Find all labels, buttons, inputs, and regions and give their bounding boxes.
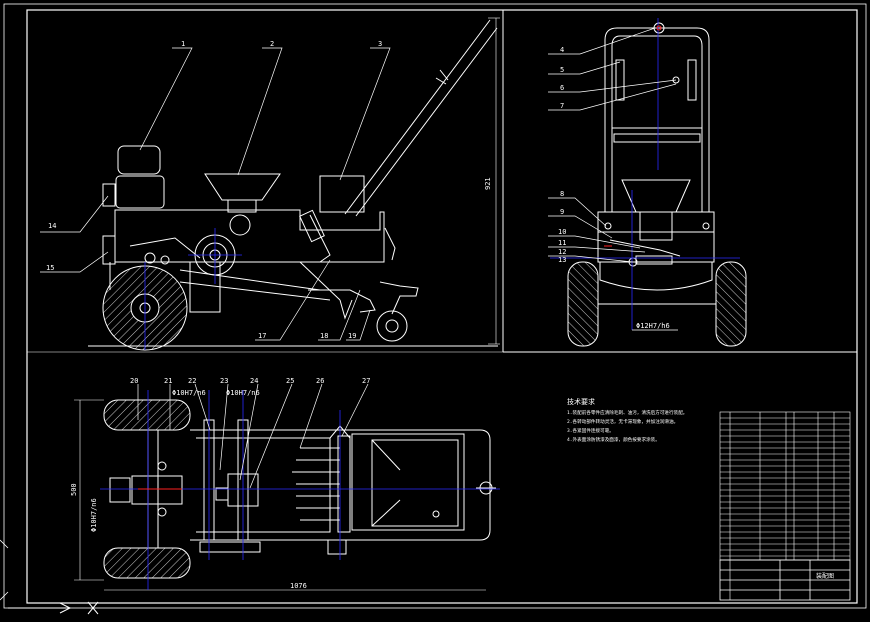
part-label-5: 5 [560,66,564,74]
front-view [88,17,500,351]
part-label-14: 14 [48,222,56,230]
side-view-accents [604,25,662,247]
part-label-2: 2 [270,40,274,48]
dim-height: 921 [484,177,492,190]
front-view-leaders [40,47,391,341]
side-view-centerlines [550,18,740,330]
tech-heading: 技术要求 [567,397,595,406]
part-label-8: 8 [560,190,564,198]
part-label-27: 27 [362,377,370,385]
part-label-1: 1 [181,40,185,48]
tech-requirements: 技术要求 1.装配前各零件应清除毛刺、油污，清洗后方可进行装配。 2.各转动部件… [567,397,687,443]
part-label-10: 10 [558,228,566,236]
part-label-9: 9 [560,208,564,216]
tech-item-1: 1.装配前各零件应清除毛刺、油污，清洗后方可进行装配。 [567,409,687,416]
dim-fit-a: Φ10H7/n6 [172,389,206,397]
part-label-19: 19 [348,332,356,340]
side-view-leaders [548,27,678,331]
front-view-centerlines [144,228,242,350]
part-label-22: 22 [188,377,196,385]
part-label-26: 26 [316,377,324,385]
part-label-20: 20 [130,377,138,385]
top-view [74,399,496,591]
dim-length: 1076 [290,582,307,590]
part-label-17: 17 [258,332,266,340]
dim-shaft-front: Φ12H7/h6 [636,322,670,330]
part-label-4: 4 [560,46,564,54]
part-label-15: 15 [46,264,54,272]
parts-list-rows [720,417,850,557]
part-label-25: 25 [286,377,294,385]
dim-left-fit: Φ10H7/n6 [90,498,98,532]
dimension-texts: 921 Φ12H7/h6 Φ10H7/n6 Φ10H7/n6 500 Φ10H7… [70,177,670,590]
drawing-name: 装配图 [816,572,834,580]
tech-item-3: 3.各紧固件连接可靠。 [567,427,614,434]
part-label-24: 24 [250,377,258,385]
dim-fit-b: Φ10H7/n6 [226,389,260,397]
sheet-frame [0,3,867,615]
top-view-leaders [137,383,369,489]
dim-width: 500 [70,483,78,496]
part-label-18: 18 [320,332,328,340]
part-label-3: 3 [378,40,382,48]
part-label-13: 13 [558,256,566,264]
tech-item-4: 4.外表面涂防锈漆及面漆，颜色按要求涂装。 [567,436,660,443]
part-numbers: 1 2 3 14 15 17 18 19 4 5 6 7 8 9 10 11 1… [46,40,566,385]
side-view [567,22,747,347]
part-label-23: 23 [220,377,228,385]
part-label-12: 12 [558,248,566,256]
tech-item-2: 2.各转动部件转动灵活，无卡滞现象，并加注润滑油。 [567,418,678,425]
title-block [719,559,851,601]
part-label-11: 11 [558,239,566,247]
top-view-centerlines [100,390,500,590]
part-label-7: 7 [560,102,564,110]
parts-list-table [719,411,851,600]
part-label-6: 6 [560,84,564,92]
part-label-21: 21 [164,377,172,385]
